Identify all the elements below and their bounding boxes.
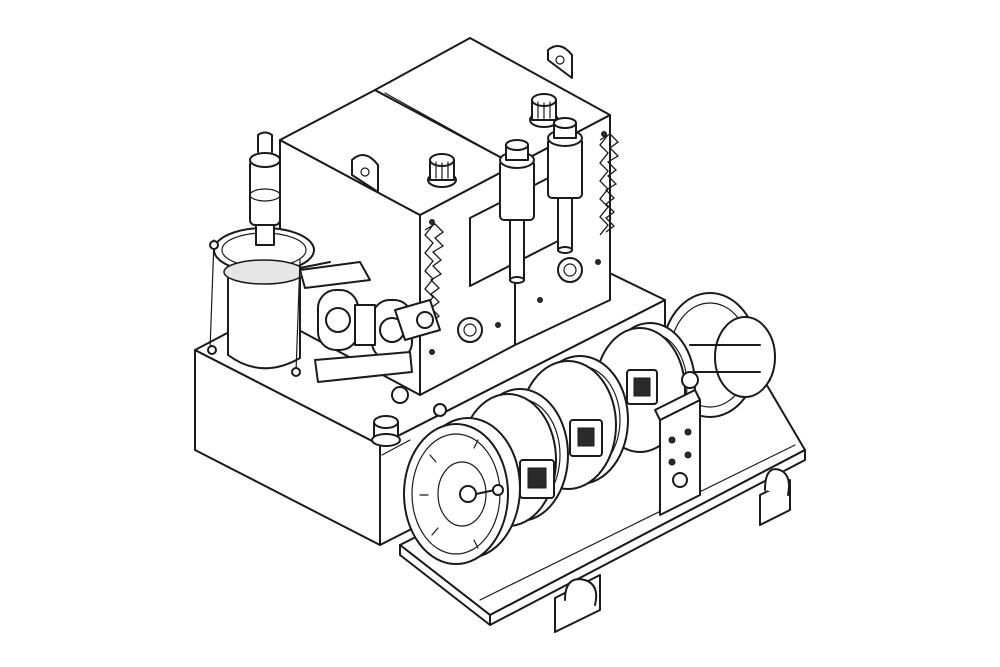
tank-divider-seam [384,92,521,169]
lifting-eye-right [547,45,573,79]
sight-gauge-left [457,317,483,343]
tank-cap-left [427,153,457,188]
skid-lifting-lug [564,578,598,606]
drum-pump-handle [257,131,273,153]
valve-manifold [654,371,701,516]
drum-pump-assembly [207,131,315,377]
lifting-eye-hole [555,55,565,65]
vertical-pumps [469,117,583,287]
reel-front-crank [475,489,496,495]
base-cap-knob [371,415,401,447]
base-cabinet-edge [381,439,411,456]
lifting-eye-hole [360,167,370,177]
reel-front-hub [437,461,487,527]
manifold-top [654,389,701,421]
tank-cap-right [529,93,559,128]
pump-manifold-top [299,261,371,289]
lifting-eye-left [351,154,379,193]
drum-pump-motor [249,159,281,226]
reel-front-flange [403,423,509,565]
pump-outlet [391,386,409,404]
pump-left [499,139,535,284]
sight-gauge-right [557,257,583,283]
reel-front-axle [459,485,477,503]
pump-manifold-bottom [314,351,413,383]
pump-right [547,117,583,254]
drum-clamp-rod [295,259,301,373]
manifold-fitting [681,371,699,389]
pump-center-body [354,304,376,346]
hose-reel-front [403,417,521,565]
skid-lifting-lug [764,468,790,496]
base-plug [433,403,447,417]
skid-frame-side-lip [489,449,806,626]
reel-skid [399,364,806,633]
mesh-panel-right [599,133,620,236]
drum-band [223,259,305,285]
drum-clamp-rod [209,239,215,351]
pump-suction-pipe [299,261,331,269]
diaphragm-pump [299,261,441,404]
